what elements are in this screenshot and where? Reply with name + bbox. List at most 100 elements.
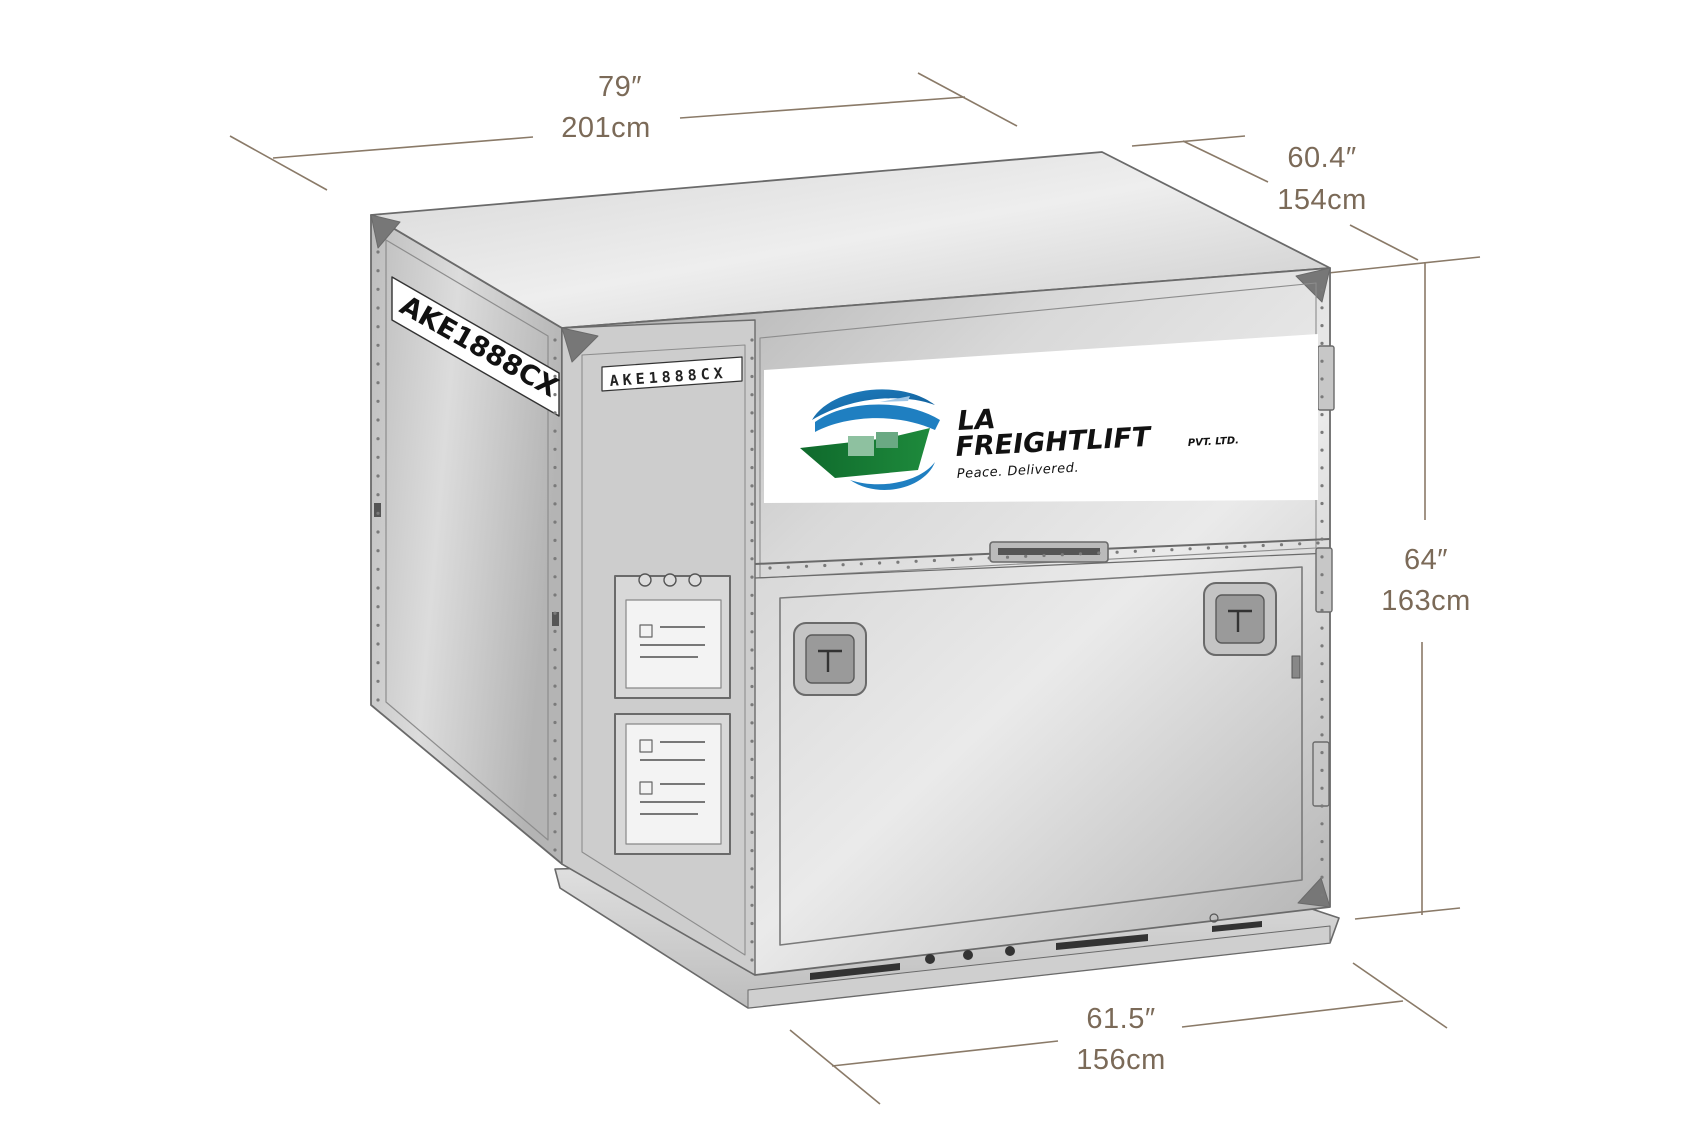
- document-holder-lower: [614, 713, 731, 855]
- length-extension-right: [917, 72, 1018, 127]
- rivet: [1320, 501, 1324, 506]
- rivet: [859, 562, 863, 566]
- rivet: [553, 520, 557, 524]
- depth-dimension-line-a: [1182, 140, 1269, 183]
- rivet: [1320, 466, 1324, 470]
- rivet: [1320, 893, 1324, 897]
- length-dimension-line-a: [272, 136, 534, 159]
- base-extension-left: [789, 1029, 881, 1105]
- rivet: [1298, 542, 1302, 546]
- rivet: [1133, 549, 1137, 553]
- logo-suffix: PVT. LTD.: [1188, 435, 1240, 449]
- rivets: [376, 250, 1324, 962]
- rivet: [1279, 543, 1284, 547]
- rivet: [1042, 553, 1046, 558]
- rivet: [553, 611, 557, 615]
- rivet: [1188, 547, 1192, 551]
- rivet: [750, 429, 754, 433]
- corner-gusset-top-left: [370, 214, 401, 249]
- rivet: [553, 538, 557, 543]
- chamfer-inner-edge: [581, 344, 746, 956]
- rivet: [750, 776, 754, 780]
- rivet: [376, 287, 380, 291]
- rivet: [750, 356, 754, 360]
- rivet: [750, 830, 754, 835]
- length-extension-left: [229, 135, 328, 191]
- rivet: [1005, 555, 1010, 559]
- rivet: [553, 812, 557, 816]
- rivet: [750, 794, 754, 798]
- rivet: [376, 455, 380, 459]
- rivet: [750, 903, 754, 907]
- rivet: [1320, 537, 1324, 541]
- rivet: [1320, 768, 1324, 773]
- rivet: [376, 698, 380, 702]
- logo-emblem-icon: [800, 389, 940, 491]
- rivet: [750, 466, 754, 470]
- rivet: [376, 325, 380, 329]
- rivet: [896, 560, 900, 564]
- rivet: [1320, 359, 1324, 363]
- rivet: [553, 702, 557, 706]
- drain-fitting: [1209, 913, 1219, 923]
- ake-container: AKE1888CX AKE1888CX: [370, 151, 1340, 1009]
- rivet: [1320, 662, 1324, 666]
- base-metric-label: 156cm: [1076, 1044, 1166, 1076]
- dimension-lines: [229, 72, 1481, 1105]
- document-holder-upper: [614, 573, 731, 699]
- rivet: [1320, 715, 1324, 719]
- rivet: [553, 447, 557, 451]
- rivet: [750, 502, 754, 506]
- rivet: [376, 306, 380, 310]
- rivet: [553, 374, 557, 378]
- corner-gusset-top-right: [1295, 267, 1331, 303]
- corner-gusset-top-front: [561, 327, 599, 363]
- rivet: [1320, 413, 1324, 417]
- rivet: [553, 338, 557, 342]
- rivet: [823, 563, 827, 568]
- rivet: [553, 502, 557, 506]
- rivet: [376, 474, 380, 478]
- rivet: [1060, 553, 1064, 557]
- rivet: [553, 757, 557, 761]
- rivet: [1170, 548, 1174, 552]
- rivet: [376, 493, 380, 497]
- rivet: [987, 556, 991, 560]
- rivet: [553, 775, 557, 779]
- rivet: [750, 757, 754, 762]
- rivet: [750, 393, 754, 397]
- rivet: [750, 593, 754, 597]
- rivet: [1152, 548, 1156, 553]
- rivet: [969, 557, 973, 561]
- rivet: [750, 721, 754, 725]
- depth-imperial-label: 60.4″: [1287, 142, 1356, 174]
- rivet: [750, 411, 754, 415]
- rivet: [750, 648, 754, 652]
- rivet: [376, 623, 380, 627]
- base-dimension-line-b: [1181, 1000, 1404, 1028]
- rivet: [750, 447, 754, 451]
- rivet: [750, 703, 754, 707]
- rivet: [553, 830, 557, 834]
- front-door: [779, 566, 1303, 946]
- rivet: [1320, 306, 1324, 310]
- rivet: [768, 566, 772, 570]
- rivet: [553, 393, 557, 397]
- rivet: [1320, 608, 1324, 612]
- rivet: [553, 666, 557, 670]
- rivet: [376, 549, 380, 553]
- rivet: [750, 867, 754, 871]
- rivet: [376, 642, 380, 646]
- base-slots: [810, 921, 1262, 980]
- rivet: [750, 484, 754, 488]
- logo-tagline: Peace. Delivered.: [956, 461, 1079, 482]
- rivet: [1320, 324, 1324, 328]
- company-logo: LA FREIGHTLIFT PVT. LTD. Peace. Delivere…: [800, 389, 1240, 491]
- rivet: [1320, 644, 1324, 648]
- depth-extension-top: [1131, 135, 1246, 147]
- rivet: [1320, 555, 1324, 559]
- rivet: [553, 557, 557, 561]
- rivet: [553, 629, 557, 634]
- rivet: [1320, 804, 1324, 808]
- rivet: [553, 593, 557, 597]
